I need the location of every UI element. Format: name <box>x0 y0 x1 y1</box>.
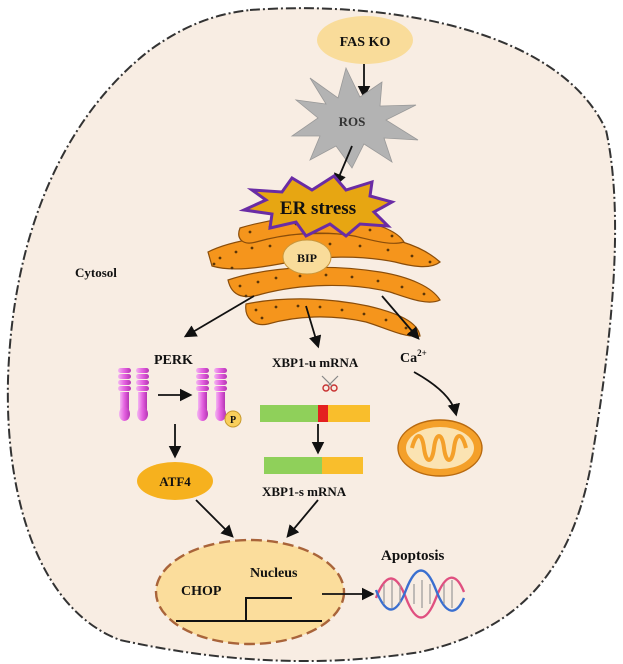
calcium-label: Ca2+ <box>400 348 427 366</box>
phospho-label: P <box>230 415 236 426</box>
arrow-atf4-nucleus <box>195 499 234 538</box>
nucleus <box>154 538 346 646</box>
fas-ko-label: FAS KO <box>340 35 391 50</box>
arrow-calcium-mito <box>413 371 460 417</box>
er-stress-label: ER stress <box>280 198 356 219</box>
xbp1s-mrna-bar <box>264 457 363 474</box>
scissors-icon <box>321 375 339 392</box>
apoptosis-label: Apoptosis <box>381 548 445 564</box>
arrow-er-perk <box>183 295 255 338</box>
mitochondrion-icon <box>397 419 483 477</box>
ros-label: ROS <box>339 114 366 129</box>
phospho-badge <box>224 410 242 428</box>
chop-tss <box>245 597 292 621</box>
er-stress-burst <box>238 174 396 238</box>
arrow-er-xbp1u <box>305 305 322 349</box>
xbp1u-mrna-bar <box>260 405 370 422</box>
atf4-node <box>137 462 213 500</box>
arrow-er-calcium <box>381 295 420 340</box>
atf4-label: ATF4 <box>159 474 191 489</box>
arrow-ros-er <box>334 145 353 187</box>
xbp1u-label: XBP1-u mRNA <box>272 355 359 370</box>
bip-label: BIP <box>297 251 317 265</box>
dna-helix-icon <box>374 569 466 619</box>
perk-label: PERK <box>154 353 193 368</box>
xbp1s-label: XBP1-s mRNA <box>262 484 347 499</box>
calcium-symbol: Ca <box>400 351 417 366</box>
cytosol-label: Cytosol <box>75 265 117 280</box>
perk-receptor-icon <box>118 368 227 421</box>
arrow-xbp1s-nucleus <box>286 499 319 538</box>
nucleus-label: Nucleus <box>250 566 298 581</box>
bip-node <box>282 239 332 275</box>
ros-burst <box>290 66 419 169</box>
chop-label: CHOP <box>181 584 222 599</box>
fas-ko-node <box>317 16 413 64</box>
calcium-charge: 2+ <box>417 348 427 358</box>
